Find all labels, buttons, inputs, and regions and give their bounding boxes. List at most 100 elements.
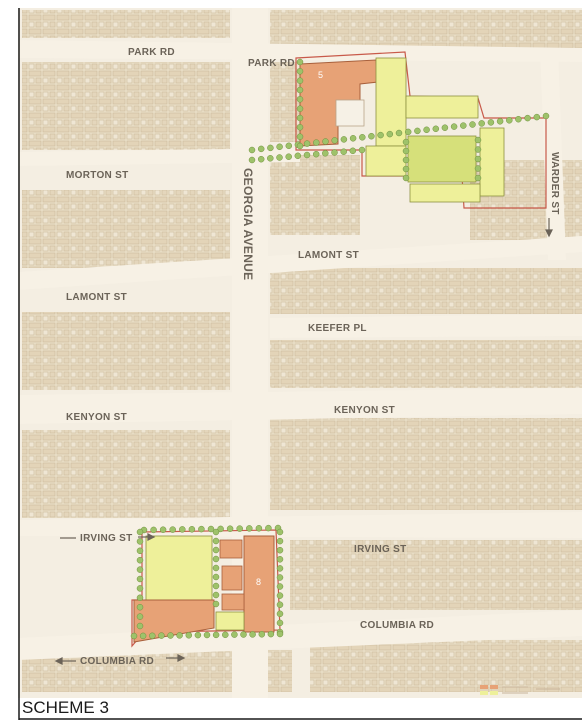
tree: [150, 526, 157, 534]
tree: [207, 525, 215, 533]
columbia-rd-road: [18, 610, 582, 660]
keefer-pl-road: [270, 314, 582, 338]
tree: [139, 632, 147, 640]
tree: [460, 122, 467, 129]
tree: [257, 145, 265, 153]
south-green-block: [145, 535, 213, 601]
tree: [231, 631, 238, 638]
tree: [276, 601, 284, 608]
tree: [296, 68, 304, 75]
tree: [212, 555, 220, 563]
north-development-site: 5: [295, 51, 547, 209]
tree: [296, 58, 304, 66]
tree: [296, 96, 304, 103]
tree: [276, 537, 284, 545]
tree: [212, 564, 220, 572]
kenyon-st-road: [18, 388, 582, 424]
tree: [377, 131, 384, 139]
morton-st-road: [18, 148, 300, 166]
tree: [395, 129, 403, 137]
label-georgia-avenue: GEORGIA AVENUE: [241, 168, 255, 280]
tree: [136, 613, 144, 620]
label-irving-st-east: IRVING ST: [354, 544, 407, 555]
label-columbia-rd-east: COLUMBIA RD: [360, 620, 434, 631]
tree: [312, 150, 320, 158]
label-irving-st-west: IRVING ST: [80, 533, 133, 544]
tree: [212, 582, 220, 590]
tree: [402, 174, 410, 182]
tree: [212, 528, 220, 536]
scheme-title: SCHEME 3: [22, 698, 109, 717]
park-rd-road: [18, 40, 582, 62]
tree: [349, 135, 357, 142]
tree: [474, 165, 482, 172]
city-blocks: [22, 10, 582, 692]
direction-arrows: [54, 218, 553, 665]
label-kenyon-st-east: KENYON ST: [334, 405, 395, 416]
tree: [276, 610, 284, 618]
tree: [158, 632, 165, 639]
tree: [276, 592, 284, 599]
tree: [212, 573, 220, 581]
tree: [450, 123, 458, 130]
tree: [349, 147, 357, 155]
tree: [136, 594, 144, 602]
tree: [474, 146, 482, 153]
tree: [136, 538, 144, 545]
tree: [386, 130, 394, 138]
tree: [402, 138, 410, 146]
tree: [358, 146, 366, 154]
tree: [296, 105, 304, 112]
tree: [188, 526, 196, 533]
tree: [506, 117, 513, 124]
tree: [296, 77, 304, 84]
tree: [296, 114, 304, 122]
tree: [303, 140, 311, 147]
tree: [203, 631, 211, 639]
tree: [340, 136, 348, 143]
tree: [246, 525, 253, 532]
tree: [248, 146, 256, 154]
tree: [432, 125, 440, 133]
tree: [240, 631, 247, 638]
tree: [212, 537, 220, 545]
label-lamont-st-west: LAMONT ST: [66, 292, 127, 303]
tree: [322, 138, 329, 145]
tree: [212, 546, 220, 554]
tree: [194, 631, 202, 639]
tree: [340, 148, 347, 155]
tree: [267, 144, 274, 152]
tree: [331, 137, 338, 144]
tree: [441, 124, 449, 131]
label-warder-st: WARDER ST: [549, 152, 560, 215]
tree: [136, 603, 144, 611]
label-park-rd-east: PARK RD: [248, 58, 295, 69]
tree: [149, 632, 156, 640]
tree: [198, 525, 205, 533]
lamont-st-road: [18, 236, 582, 290]
tree: [478, 120, 485, 127]
tree: [212, 600, 220, 608]
label-keefer-pl: KEEFER PL: [308, 323, 367, 334]
tree: [212, 591, 220, 599]
tree: [331, 149, 338, 156]
tree: [276, 630, 284, 638]
tree: [404, 128, 412, 136]
label-morton-st: MORTON ST: [66, 170, 129, 181]
tree: [217, 525, 224, 533]
tree: [469, 121, 476, 128]
north-apartment-number: 5: [318, 70, 323, 80]
tree: [423, 126, 430, 134]
tree: [167, 632, 174, 639]
tree: [474, 155, 482, 163]
tree: [276, 565, 284, 572]
tree: [313, 139, 320, 146]
tree: [257, 155, 265, 163]
label-park-rd-west: PARK RD: [128, 47, 175, 58]
label-kenyon-st-west: KENYON ST: [66, 412, 127, 423]
tree: [303, 151, 311, 159]
tree: [130, 632, 138, 640]
tree: [402, 165, 410, 173]
tree: [226, 525, 234, 532]
south-apartment-west: [133, 599, 215, 643]
